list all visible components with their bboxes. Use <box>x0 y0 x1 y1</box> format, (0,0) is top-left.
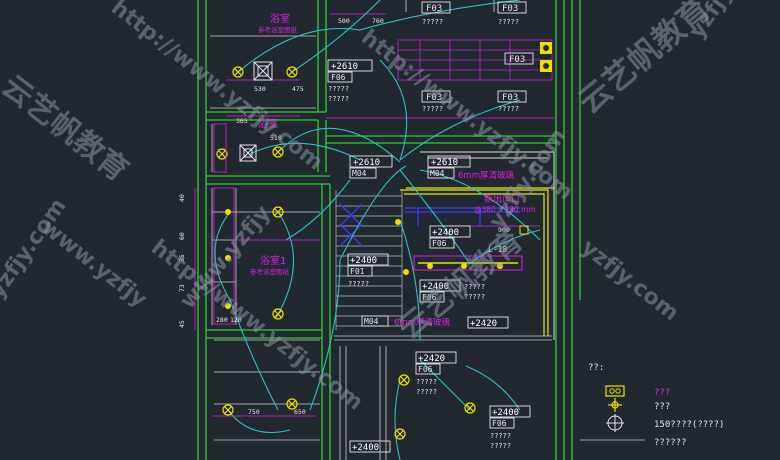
outlet-note: @380 * 180 mm <box>474 205 536 214</box>
lamp-icon <box>272 308 284 320</box>
tag-m04-c: M04 <box>364 317 379 326</box>
tag-m04-b: M04 <box>430 169 445 178</box>
dim-280: 280 <box>216 316 228 324</box>
tag-f06-e: F06 <box>492 419 507 428</box>
tag-f03-b: F03 <box>502 4 518 14</box>
tag-f03-d: F03 <box>426 93 442 103</box>
blue-markers <box>339 203 520 247</box>
qm-8: ????? <box>464 283 485 291</box>
dim-v35: 35 <box>178 254 186 262</box>
glass-partition <box>400 187 555 336</box>
wall-lamps <box>519 42 552 235</box>
legend-item-4: ?????? <box>654 438 687 448</box>
lamp-icon <box>394 428 406 440</box>
track-light <box>413 255 523 271</box>
qm-4: ????? <box>498 105 519 113</box>
qm-10: ????? <box>416 378 437 386</box>
floor-hatch <box>326 39 556 119</box>
bathroom-outline <box>213 123 320 325</box>
qm-13: ????? <box>490 442 511 450</box>
room-bath-top: 浴室 <box>270 12 290 25</box>
legend-spot-icon <box>608 398 622 412</box>
qm-12: ????? <box>490 432 511 440</box>
lamp-icon <box>272 206 284 218</box>
qm-6: ????? <box>328 95 349 103</box>
tag-f03-c: F03 <box>509 55 525 65</box>
elev-2400-a: +2400 <box>432 228 459 238</box>
legend-downlight-icon <box>606 414 624 432</box>
lamp-icon <box>232 66 244 78</box>
room-bath-1: 浴室1 <box>260 254 286 267</box>
glass-label-2: 6mm厚清玻璃 <box>394 317 450 328</box>
downlights <box>225 209 503 309</box>
legend-item-3: 150????(????) <box>654 420 724 430</box>
exhaust-fans <box>239 61 273 162</box>
lamp-icon <box>398 374 410 386</box>
legend-item-1: ??? <box>654 388 670 398</box>
qm-7: ????? <box>348 280 369 288</box>
elev-2400-d: +2400 <box>492 408 519 418</box>
qm-2: ????? <box>498 18 519 26</box>
tag-m04-a: M04 <box>352 169 367 178</box>
tag-f03-a: F03 <box>426 4 442 14</box>
partition-lines <box>210 0 645 460</box>
tag-l18: L-18 <box>488 245 507 254</box>
room-bath-top-2: 浴室 <box>258 117 278 130</box>
lamp-icon <box>286 398 298 410</box>
tag-f03-e: F03 <box>502 93 518 103</box>
elev-2420-b: +2420 <box>418 354 445 364</box>
dim-v45: 45 <box>178 320 186 328</box>
dim-510: 510 <box>270 134 282 142</box>
lamp-icon <box>464 402 476 414</box>
elev-2420-a: +2420 <box>470 319 497 329</box>
tag-f06-b: F06 <box>432 239 447 248</box>
lamp-icon <box>272 146 284 158</box>
elev-2610-c: +2610 <box>431 158 458 168</box>
room-bath-1-note: 参考浴室图纸 <box>250 267 290 276</box>
dim-365: 365 <box>236 117 248 125</box>
elev-2400-c: +2400 <box>422 282 449 292</box>
room-bath-top-note: 参考浴室图纸 <box>258 25 298 34</box>
lamps <box>216 66 476 440</box>
legend-lamp-icon <box>605 385 625 397</box>
dim-750: 750 <box>248 408 260 416</box>
lamp-icon <box>286 66 298 78</box>
glass-label-1: 6mm厚清玻璃 <box>458 170 514 181</box>
room-boundary <box>420 151 555 340</box>
exhaust-fan-icon <box>253 61 273 81</box>
dim-760: 760 <box>372 17 384 25</box>
labels: 浴室 参考浴室图纸 浴室 浴室1 参考浴室图纸 新出风口 @380 * 180 … <box>178 1 536 453</box>
dim-500: 500 <box>338 17 350 25</box>
dim-120: 120 <box>230 316 242 324</box>
exhaust-fan-icon <box>239 144 257 162</box>
dim-900: 900 <box>498 226 510 234</box>
dim-v73: 73 <box>178 284 186 292</box>
qm-5: ????? <box>328 85 349 93</box>
tag-f06-d: F06 <box>418 365 433 374</box>
elev-2610-a: +2610 <box>331 62 358 72</box>
stair-hatch <box>335 190 403 330</box>
dim-v60: 60 <box>178 232 186 240</box>
dim-650: 650 <box>294 408 306 416</box>
legend: ??: ??? ??? 150????(????) ?????? <box>588 363 724 448</box>
elev-2400-b: +2400 <box>350 256 377 266</box>
dim-475: 475 <box>292 85 304 93</box>
qm-11: ????? <box>416 388 437 396</box>
tag-f06-c: F06 <box>422 293 437 302</box>
elev-2400-e: +2400 <box>352 443 379 453</box>
lamp-icon <box>222 404 234 416</box>
tag-f06-a: F06 <box>331 73 346 82</box>
elev-2610-b: +2610 <box>353 158 380 168</box>
qm-9: ????? <box>464 293 485 301</box>
legend-title: ??: <box>588 363 604 373</box>
dim-530: 530 <box>254 85 266 93</box>
legend-item-2: ??? <box>654 402 670 412</box>
qm-1: ????? <box>422 18 443 26</box>
dim-v40: 40 <box>178 194 186 202</box>
outlet-label: 新出风口 <box>484 193 520 205</box>
qm-3: ????? <box>422 105 443 113</box>
tag-f01: F01 <box>350 267 365 276</box>
lamp-icon <box>216 148 228 160</box>
